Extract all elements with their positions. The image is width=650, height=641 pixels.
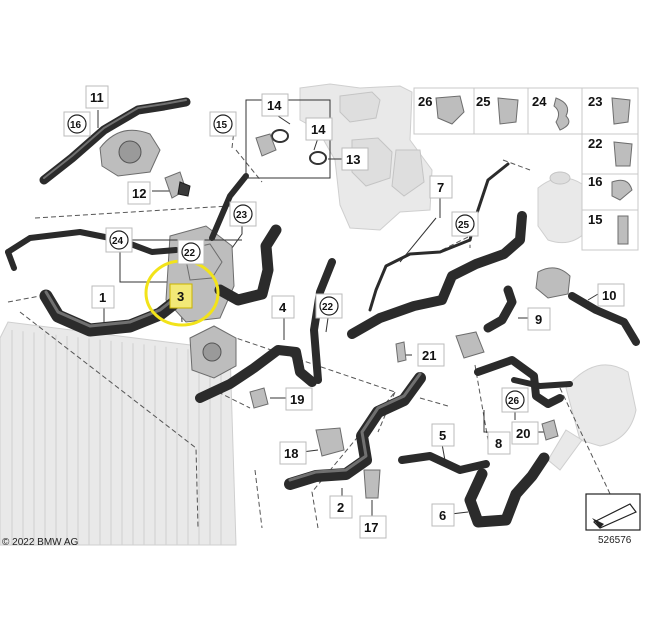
- callout-4: 4: [279, 300, 287, 315]
- radiator-ghost: [0, 321, 237, 546]
- callout-18: 18: [284, 446, 298, 461]
- callout-21: 21: [422, 348, 436, 363]
- callout-7: 7: [437, 180, 444, 195]
- callout-26: 26: [508, 396, 520, 407]
- callout-14-top: 14: [267, 98, 282, 113]
- callout-25: 25: [458, 220, 470, 231]
- legend-15-label: 15: [588, 212, 602, 227]
- callout-23: 23: [236, 210, 248, 221]
- callout-13: 13: [346, 152, 360, 167]
- callout-8: 8: [495, 436, 502, 451]
- callout-2: 2: [337, 500, 344, 515]
- dashed-group-lines: [7, 111, 613, 529]
- callout-17: 17: [364, 520, 378, 535]
- callout-12: 12: [132, 186, 146, 201]
- callout-19: 19: [290, 392, 304, 407]
- callout-22-top: 22: [184, 248, 196, 259]
- legend-16-label: 16: [588, 174, 602, 189]
- callout-11: 11: [90, 90, 104, 105]
- legend-25-label: 25: [476, 94, 490, 109]
- callout-9: 9: [535, 312, 542, 327]
- legend: 26 25 24 23 22 16 15: [413, 87, 639, 251]
- callout-14-right: 14: [311, 122, 326, 137]
- callout-1: 1: [99, 290, 106, 305]
- callout-3: 3: [177, 289, 184, 304]
- legend-23-label: 23: [588, 94, 602, 109]
- copyright-text: © 2022 BMW AG: [2, 537, 79, 548]
- expansion-tank-ghost: [537, 171, 637, 471]
- legend-24-label: 24: [532, 94, 547, 109]
- legend-22-label: 22: [588, 136, 602, 151]
- callout-tags: 11 12 14 14 13 7 1 4 9 10 21 19 8 20 5 1…: [85, 85, 625, 539]
- callout-6: 6: [439, 508, 446, 523]
- callout-10: 10: [602, 288, 616, 303]
- callout-3-highlighted[interactable]: 3: [169, 283, 193, 309]
- diagram-number: 526576: [598, 535, 632, 546]
- callout-15: 15: [216, 120, 228, 131]
- orientation-arrow-icon: [585, 493, 641, 531]
- legend-26-label: 26: [418, 94, 432, 109]
- callout-20: 20: [516, 426, 530, 441]
- callout-24: 24: [112, 236, 124, 247]
- circled-callouts: 16 15 23 24 22 25 22 26: [63, 111, 529, 413]
- callout-16: 16: [70, 120, 82, 131]
- callout-5: 5: [439, 428, 446, 443]
- callout-22-mid: 22: [322, 302, 334, 313]
